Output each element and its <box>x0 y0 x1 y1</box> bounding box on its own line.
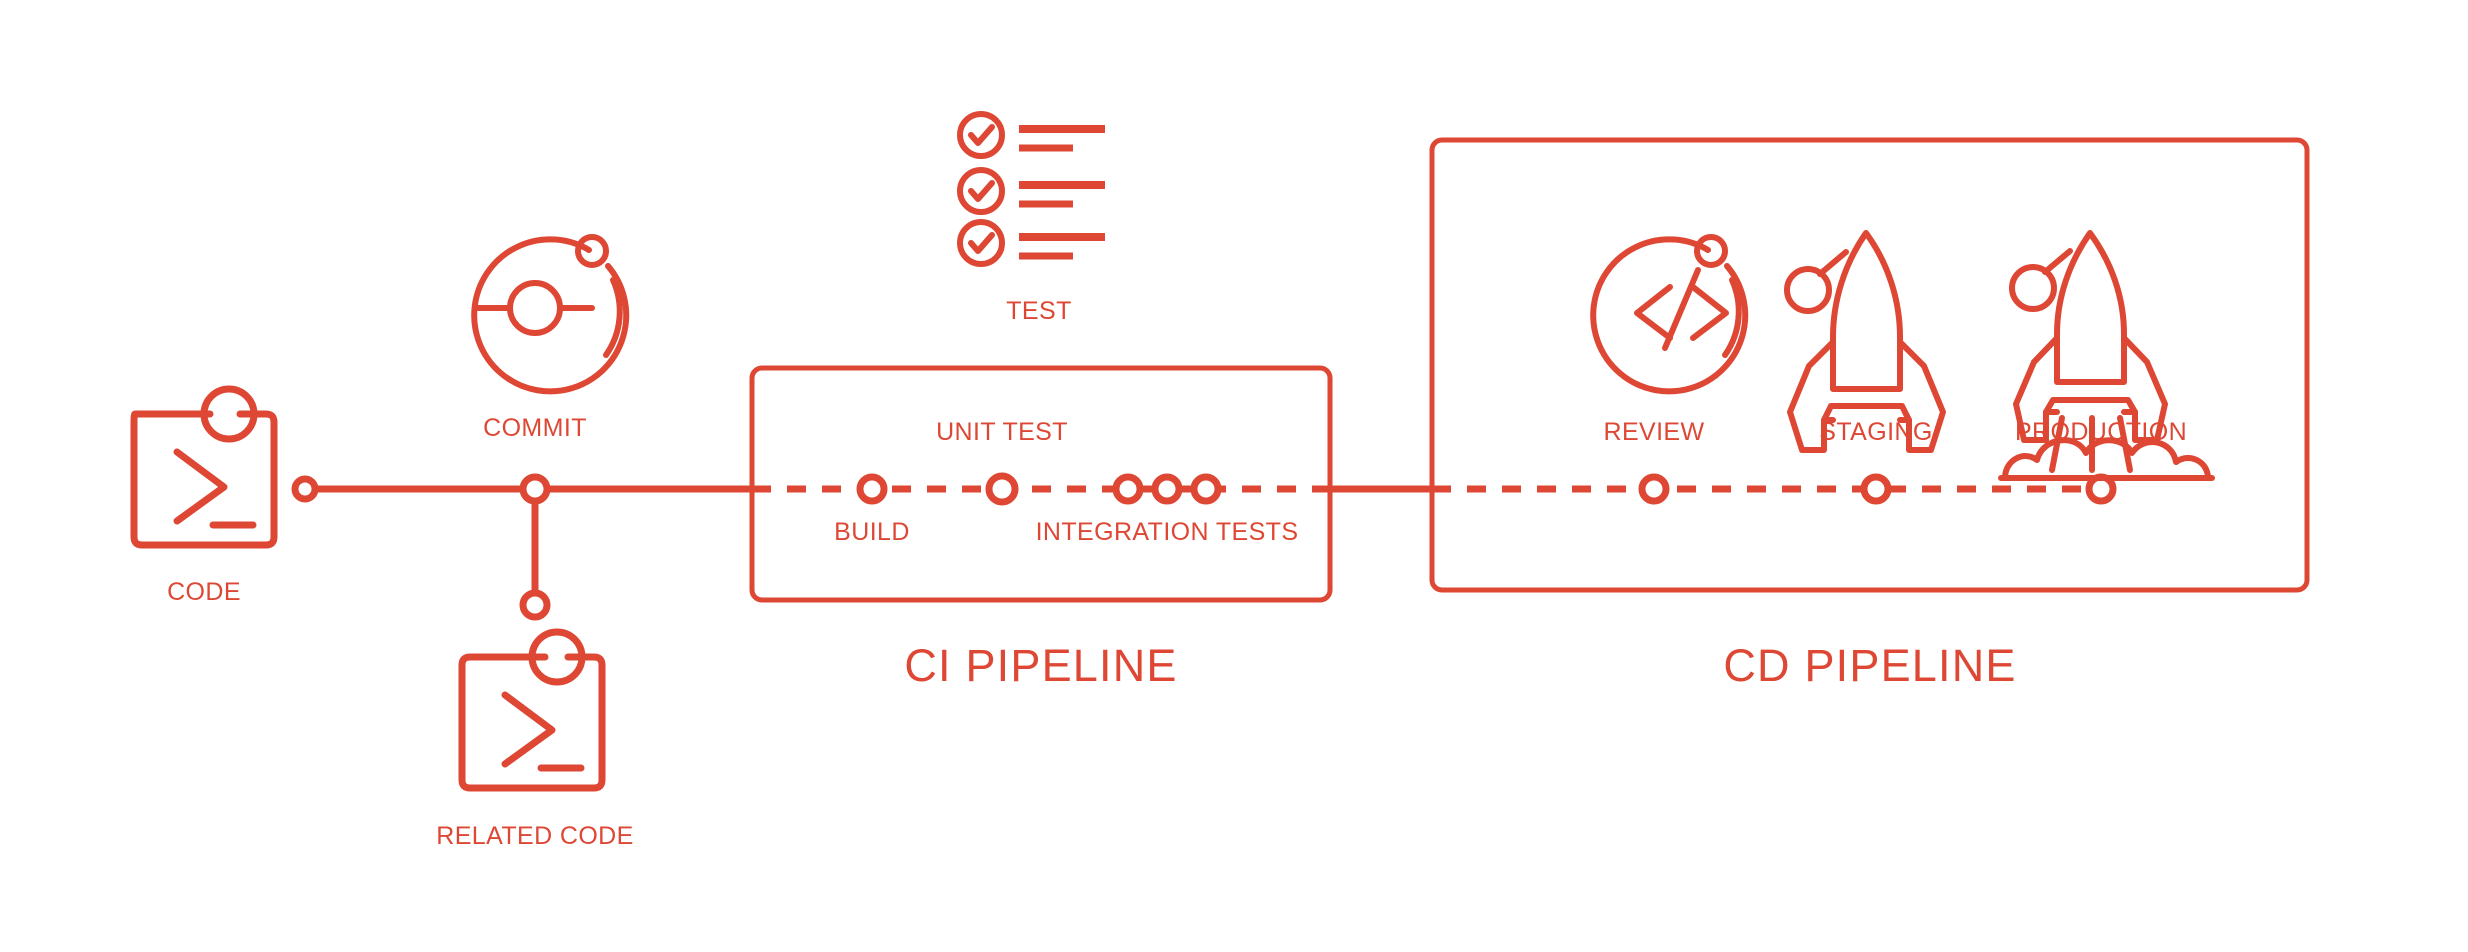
label-commit: COMMIT <box>483 414 587 442</box>
terminal-code-icon <box>130 385 278 549</box>
checklist-icon <box>957 111 1105 267</box>
node-build[interactable] <box>856 473 888 505</box>
label-unit-test: UNIT TEST <box>936 418 1068 446</box>
label-staging: STAGING <box>1819 418 1933 446</box>
label-production: PRODUCTION <box>2014 418 2188 446</box>
node-integration-test-2[interactable] <box>1151 473 1183 505</box>
commit-node-icon <box>471 234 630 395</box>
node-integration-test-3[interactable] <box>1190 473 1222 505</box>
rocket-launch-icon <box>1998 230 2215 481</box>
node-start[interactable] <box>291 475 319 503</box>
label-test: TEST <box>1006 297 1072 325</box>
label-build: BUILD <box>834 518 910 546</box>
ci-pipeline-panel <box>749 365 1333 603</box>
code-brackets-circle-icon <box>1590 234 1749 395</box>
node-commit[interactable] <box>519 473 551 505</box>
rocket-icon <box>1784 230 1946 453</box>
related-terminal-code-icon <box>458 628 606 792</box>
label-review: REVIEW <box>1603 418 1705 446</box>
label-integration-tests: INTEGRATION TESTS <box>1035 518 1299 546</box>
node-related-code[interactable] <box>519 589 551 621</box>
node-integration-test-1[interactable] <box>1112 473 1144 505</box>
node-review[interactable] <box>1638 473 1670 505</box>
node-unit-test[interactable] <box>985 472 1019 506</box>
ci-pipeline-title: CI PIPELINE <box>904 640 1178 691</box>
label-code: CODE <box>167 578 241 606</box>
cd-pipeline-title: CD PIPELINE <box>1723 640 2017 691</box>
cd-pipeline-panel <box>1429 137 2310 593</box>
node-staging[interactable] <box>1860 473 1892 505</box>
label-related-code: RELATED CODE <box>436 822 634 850</box>
